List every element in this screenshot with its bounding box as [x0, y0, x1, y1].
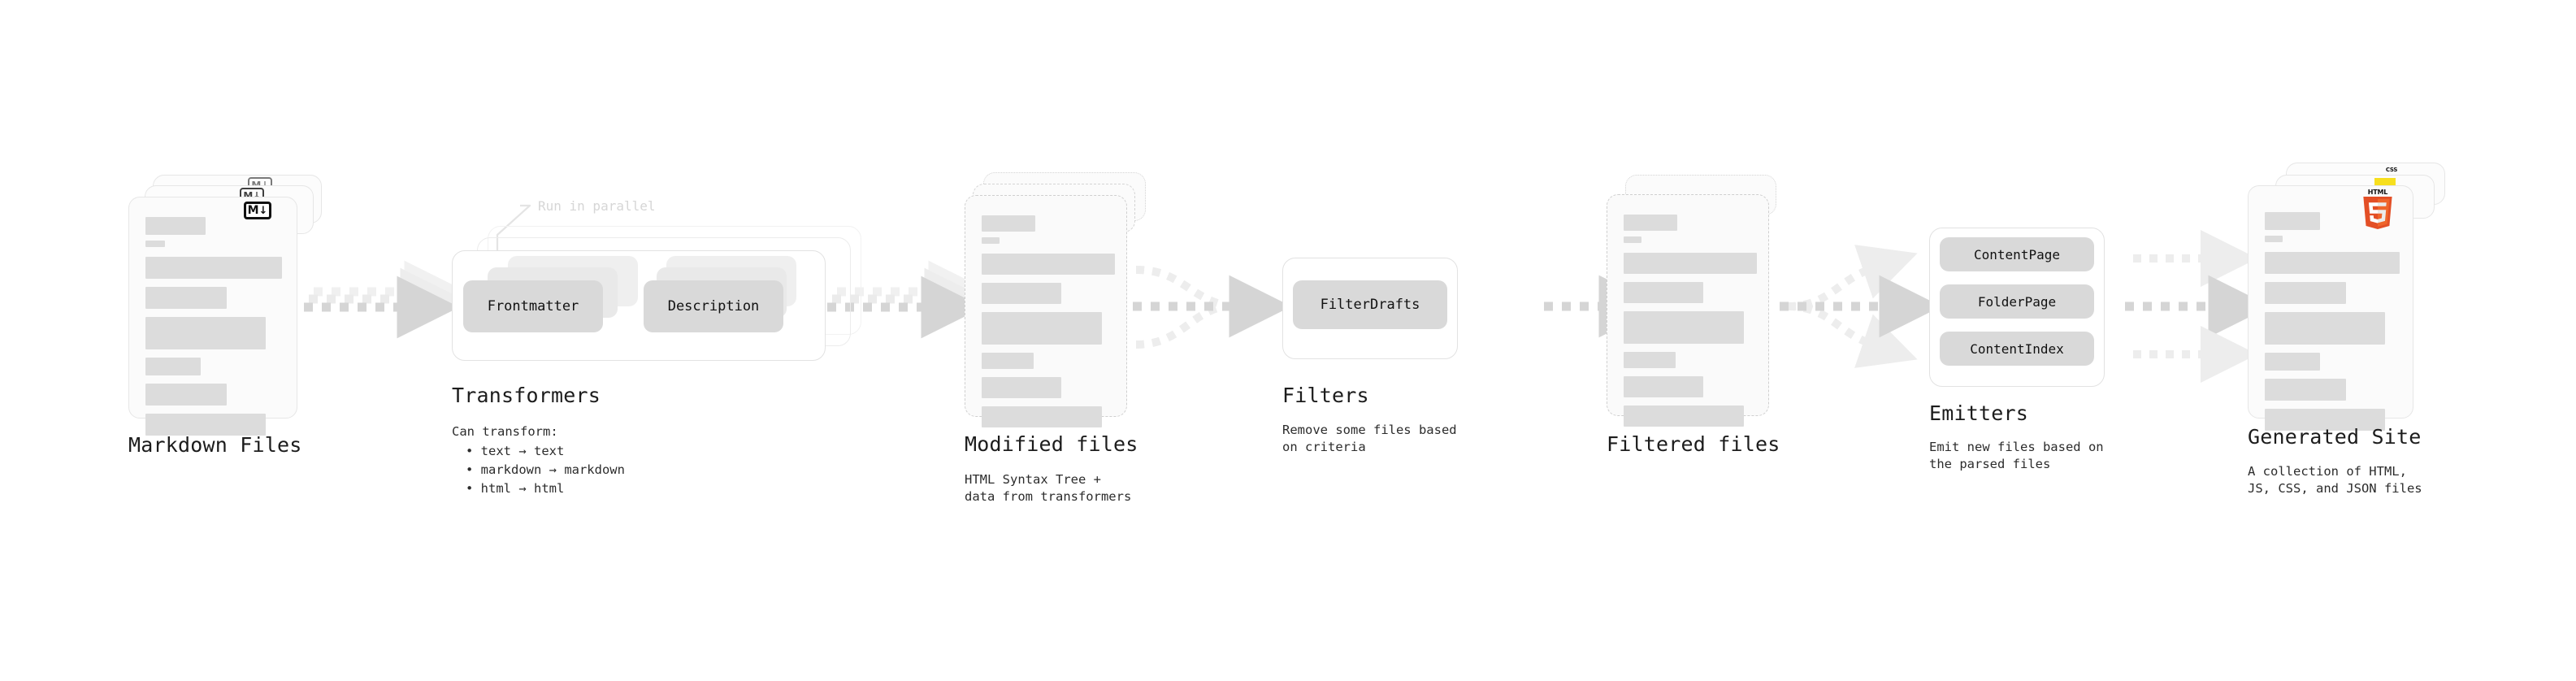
transformers-bullet-html: • html → html — [466, 481, 565, 496]
modified-file-card — [965, 195, 1127, 427]
doc-line — [982, 283, 1061, 304]
doc-line — [2265, 379, 2346, 401]
doc-line — [145, 217, 206, 235]
doc-line — [1624, 352, 1676, 368]
stage-title-modified-files: Modified files — [965, 432, 1138, 456]
emitter-chip-contentpage[interactable]: ContentPage — [1940, 237, 2094, 271]
stage-title-filters: Filters — [1282, 384, 1369, 407]
arrow-emitters-to-site — [2125, 230, 2271, 383]
markdown-icon: M↓ — [244, 202, 271, 219]
transformers-subtitle: Can transform: — [452, 424, 558, 439]
doc-line — [1624, 236, 1641, 243]
doc-line — [145, 358, 201, 375]
emitter-chip-contentindex[interactable]: ContentIndex — [1940, 332, 2094, 366]
doc-line — [1624, 406, 1744, 427]
doc-line — [2265, 236, 2283, 242]
doc-line — [1624, 376, 1703, 397]
doc-line — [145, 241, 165, 247]
stage-title-generated-site: Generated Site — [2248, 425, 2422, 449]
doc-line — [982, 406, 1102, 427]
doc-line — [145, 317, 266, 349]
doc-content-lines — [2265, 212, 2401, 436]
filtered-file-card — [1607, 194, 1769, 427]
doc-content-lines — [1624, 215, 1757, 432]
html5-icon-label: HTML — [2367, 189, 2388, 196]
markdown-file-card — [128, 197, 297, 436]
filter-chip-filterdrafts[interactable]: FilterDrafts — [1293, 280, 1447, 329]
generated-site-subtitle: A collection of HTML, JS, CSS, and JSON … — [2248, 464, 2422, 496]
doc-line — [2265, 409, 2385, 431]
doc-line — [2265, 312, 2385, 345]
stage-title-filtered-files: Filtered files — [1607, 432, 1780, 456]
emitters-subtitle: Emit new files based on the parsed files — [1929, 440, 2104, 471]
doc-line — [2265, 212, 2320, 230]
doc-line — [1624, 253, 1757, 274]
modified-files-subtitle: HTML Syntax Tree + data from transformer… — [965, 472, 1132, 504]
doc-line — [2265, 282, 2346, 304]
css-icon-label: CSS — [2385, 167, 2398, 173]
doc-line — [1624, 311, 1744, 344]
html5-icon: HTML — [2361, 189, 2394, 229]
transformer-chip-description[interactable]: Description — [644, 280, 783, 332]
doc-line — [982, 312, 1102, 345]
doc-line — [145, 287, 227, 309]
doc-line — [145, 384, 227, 406]
stage-title-emitters: Emitters — [1929, 401, 2029, 425]
stage-title-markdown-files: Markdown Files — [128, 433, 302, 457]
stage-title-transformers: Transformers — [452, 384, 601, 407]
emitter-chip-folderpage[interactable]: FolderPage — [1940, 284, 2094, 319]
arrow-modified-to-filters — [1133, 266, 1292, 349]
transformers-bullet-text: • text → text — [466, 444, 565, 458]
doc-line — [2265, 353, 2320, 371]
doc-line — [982, 254, 1115, 275]
doc-content-lines — [145, 217, 285, 441]
filters-subtitle: Remove some files based on criteria — [1282, 423, 1457, 454]
run-in-parallel-label: Run in parallel — [538, 198, 656, 214]
doc-line — [982, 353, 1034, 369]
doc-line — [2265, 252, 2400, 274]
doc-line — [145, 257, 282, 279]
doc-line — [1624, 215, 1677, 231]
doc-line — [1624, 282, 1703, 303]
transformers-bullet-markdown: • markdown → markdown — [466, 462, 625, 477]
transformer-chip-frontmatter[interactable]: Frontmatter — [463, 280, 603, 332]
doc-line — [982, 215, 1035, 232]
doc-content-lines — [982, 215, 1115, 433]
arrow-markdown-to-transformers — [304, 260, 467, 339]
doc-line — [982, 377, 1061, 398]
doc-line — [982, 237, 1000, 244]
arrow-filtered-to-emitters — [1780, 245, 1942, 368]
doc-line — [145, 414, 266, 436]
html5-shield-shape — [2363, 197, 2392, 229]
